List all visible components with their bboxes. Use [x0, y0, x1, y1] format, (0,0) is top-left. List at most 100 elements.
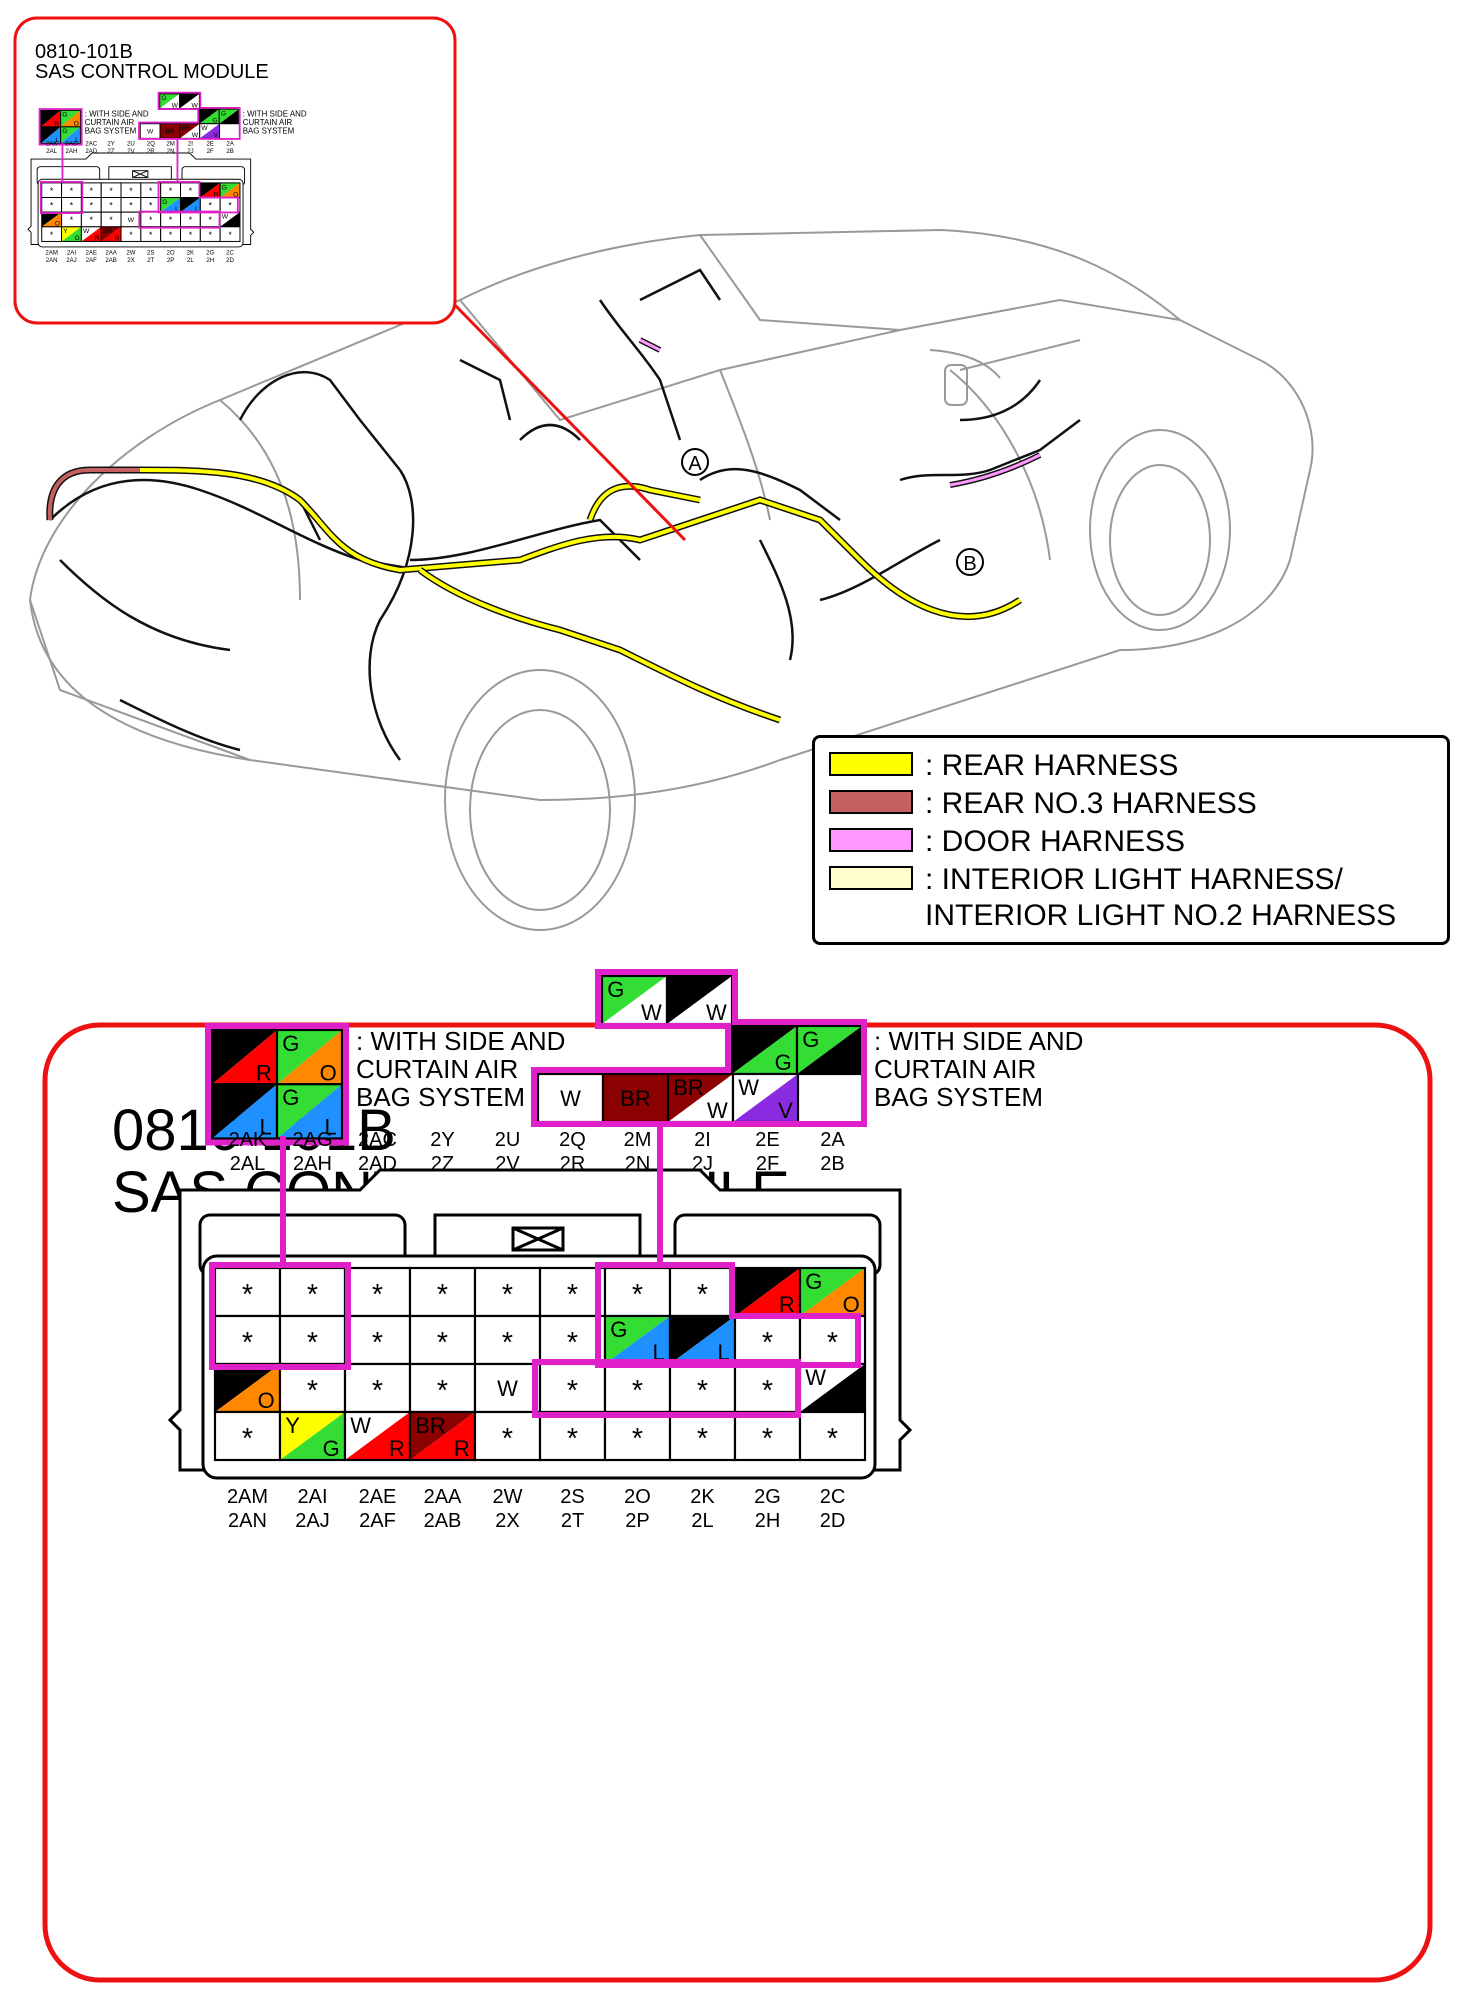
- connector-pin: *: [180, 211, 201, 228]
- connector-pin: BW: [179, 93, 200, 109]
- pin-color-secondary: O: [233, 191, 238, 198]
- pin-unused: *: [632, 1375, 643, 1407]
- pin-unused: *: [632, 1423, 643, 1455]
- terminal-label: 2AN: [46, 257, 58, 264]
- connector-pin: BL: [40, 126, 62, 144]
- terminal-label: 2L: [691, 1510, 713, 1532]
- pin-unused: *: [762, 1327, 773, 1359]
- pin-color-primary: W: [222, 214, 229, 221]
- option-outline: [209, 1262, 351, 1370]
- connector-pin: *: [140, 226, 162, 242]
- terminal-label: 2J: [187, 148, 193, 155]
- pin-unused: *: [567, 1423, 578, 1455]
- connector-pin: *: [538, 1410, 607, 1462]
- pin-color-secondary: L: [195, 206, 199, 213]
- connector-pin: *: [80, 197, 102, 213]
- legend-swatch: [829, 790, 913, 814]
- inset-connector-name: SAS CONTROL MODULE: [35, 61, 269, 83]
- option-note: BAG SYSTEM: [874, 1082, 1043, 1112]
- terminal-label: 2AH: [293, 1153, 332, 1175]
- legend-label: : INTERIOR LIGHT HARNESS/ INTERIOR LIGHT…: [925, 863, 1397, 932]
- pin-color-primary: B: [675, 1317, 690, 1342]
- connector-pin: *: [343, 1362, 412, 1414]
- terminal-label: 2H: [206, 257, 214, 264]
- pin-color-secondary: W: [707, 1098, 728, 1123]
- terminal-label: 2D: [820, 1510, 846, 1532]
- pin-color-secondary: W: [706, 1000, 727, 1025]
- pin-unused: *: [502, 1327, 513, 1359]
- pin-unused: *: [567, 1279, 578, 1311]
- pin-color-secondary: O: [843, 1292, 860, 1317]
- connector-pin: W: [473, 1362, 542, 1414]
- connector-pin: *: [160, 211, 182, 228]
- connector-pin: BL: [668, 1314, 737, 1366]
- connector-pin: GO: [798, 1266, 867, 1318]
- svg-text:B: B: [963, 553, 976, 575]
- pin-color-primary: B: [182, 199, 187, 206]
- connector-pin: GO: [219, 182, 241, 198]
- pin-color: BR: [165, 128, 174, 135]
- pin-color-primary: BR: [673, 1075, 704, 1100]
- pin-color: W: [147, 128, 154, 135]
- pin-unused: *: [70, 201, 74, 211]
- pin-color-secondary: R: [115, 235, 120, 242]
- pin-color-secondary: L: [175, 206, 179, 213]
- pin-color-secondary: L: [75, 137, 79, 144]
- option-outline: [138, 91, 241, 140]
- pin-unused: *: [70, 186, 74, 196]
- terminal-label: 2I: [188, 141, 193, 148]
- pin-color-primary: B: [737, 1027, 752, 1052]
- connector-pin: *: [100, 182, 122, 199]
- terminal-label: 2AE: [86, 250, 98, 257]
- pin-color-primary: BR: [415, 1413, 446, 1438]
- pin-color-secondary: L: [325, 1115, 337, 1140]
- connector-pin: GL: [603, 1314, 672, 1366]
- connector-pin: *: [100, 197, 122, 213]
- terminal-label: 2AE: [359, 1486, 397, 1508]
- rear-harness-wiring: [139, 466, 1022, 724]
- connector-pin: *: [180, 226, 201, 242]
- connector-pin: WR: [343, 1410, 412, 1462]
- connector-pin: *: [538, 1314, 607, 1366]
- pin-unused: *: [189, 230, 193, 240]
- pin-color-secondary: L: [260, 1115, 272, 1140]
- connector-pin: *: [798, 1410, 867, 1462]
- pin-color-primary: B: [740, 1269, 755, 1294]
- pin-unused: *: [149, 186, 153, 196]
- connector-pin: GL: [60, 126, 81, 144]
- pin-unused: *: [697, 1279, 708, 1311]
- connector-pin: *: [41, 197, 63, 213]
- pin-color-primary: G: [607, 977, 624, 1002]
- connector-pin: *: [473, 1314, 542, 1366]
- pin-color-secondary: W: [172, 102, 179, 109]
- connector-pin: GO: [60, 109, 81, 128]
- pin-unused: *: [762, 1375, 773, 1407]
- connector-pin: *: [603, 1410, 672, 1462]
- lock-icon: [511, 1226, 565, 1252]
- pin-color-primary: B: [201, 110, 206, 117]
- terminal-label: 2AA: [424, 1486, 462, 1508]
- terminal-label: 2E: [755, 1129, 779, 1151]
- connector-pin: GB: [218, 108, 240, 125]
- pin-unused: *: [50, 230, 54, 240]
- connector-pin: *: [41, 226, 63, 242]
- option-outline: [532, 1359, 801, 1418]
- terminal-label: 2AK: [229, 1129, 267, 1151]
- pin-unused: *: [307, 1279, 318, 1311]
- connector-pin: *: [180, 182, 201, 199]
- terminal-label: 2AB: [424, 1510, 462, 1532]
- terminal-label: 2AC: [85, 141, 97, 148]
- pin-color-primary: Y: [285, 1413, 300, 1438]
- pin-color-secondary: G: [212, 118, 217, 125]
- pin-color-primary: B: [43, 214, 48, 221]
- terminal-label: 2AL: [230, 1153, 266, 1175]
- connector-pin: *: [199, 226, 221, 242]
- pin-color-primary: B: [181, 95, 186, 102]
- pin-unused: *: [502, 1279, 513, 1311]
- pin-unused: *: [169, 215, 173, 225]
- terminal-label: 2V: [127, 148, 135, 155]
- pin-color-primary: W: [83, 228, 90, 235]
- rear-no3-harness-wiring: [46, 466, 140, 521]
- connector-pin: *: [213, 1314, 282, 1366]
